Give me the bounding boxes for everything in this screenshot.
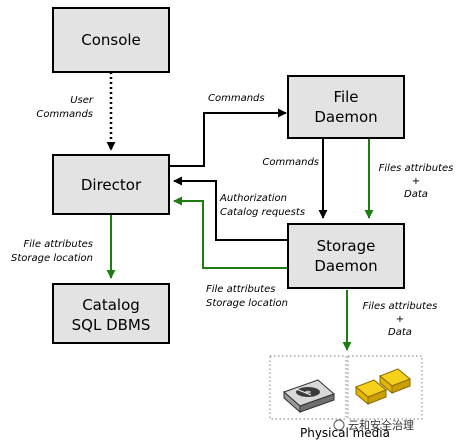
sd-media-label-line3: Data	[388, 327, 412, 338]
storage-daemon-label-line2: Daemon	[314, 257, 377, 275]
media-frame-left	[269, 355, 347, 420]
fd-to-sd-label: Commands	[262, 157, 319, 168]
director-node: Director	[52, 154, 170, 215]
director-to-file-daemon-arrow	[170, 108, 287, 167]
watermark: 云和安全治理	[333, 418, 414, 432]
file-daemon-label-line1: File	[333, 88, 358, 106]
file-daemon-node: File Daemon	[287, 75, 405, 139]
authorization-label-line2: Catalog requests	[220, 207, 305, 218]
director-label: Director	[81, 176, 142, 194]
storage-daemon-node: Storage Daemon	[287, 223, 405, 289]
watermark-text: 云和安全治理	[348, 418, 414, 432]
director-catalog-label-line2: Storage location	[11, 253, 93, 264]
console-node: Console	[52, 7, 170, 73]
user-commands-label-line2: Commands	[36, 109, 93, 120]
storage-daemon-label-line1: Storage	[317, 237, 376, 255]
hard-disk-icon	[283, 379, 335, 414]
sd-director-label-line1: File attributes	[206, 284, 275, 295]
fd-files-label-line2: +	[412, 176, 420, 187]
storage-to-director-data-arrow	[173, 196, 287, 269]
sd-director-label-line2: Storage location	[206, 298, 288, 309]
director-to-fd-label: Commands	[208, 93, 265, 104]
file-daemon-label-line2: Daemon	[314, 108, 377, 126]
fd-files-label-line1: Files attributes	[379, 163, 454, 174]
media-frame-right	[347, 355, 423, 420]
user-commands-label-line1: User	[70, 95, 94, 106]
physical-media-group: Physical media	[269, 355, 423, 440]
catalog-node: Catalog SQL DBMS	[52, 283, 170, 344]
director-catalog-label-line1: File attributes	[24, 239, 93, 250]
fd-files-label-line3: Data	[404, 189, 428, 200]
console-label: Console	[81, 31, 141, 49]
sd-media-label-line2: +	[396, 314, 404, 325]
catalog-label-line2: SQL DBMS	[72, 316, 151, 334]
storage-to-director-auth-arrow	[173, 176, 287, 241]
physical-media-label: Physical media	[300, 426, 390, 440]
catalog-label-line1: Catalog	[82, 296, 140, 314]
sd-media-label-line1: Files attributes	[363, 301, 438, 312]
tape-cartridges-icon	[355, 368, 411, 406]
authorization-label-line1: Authorization	[219, 193, 287, 204]
